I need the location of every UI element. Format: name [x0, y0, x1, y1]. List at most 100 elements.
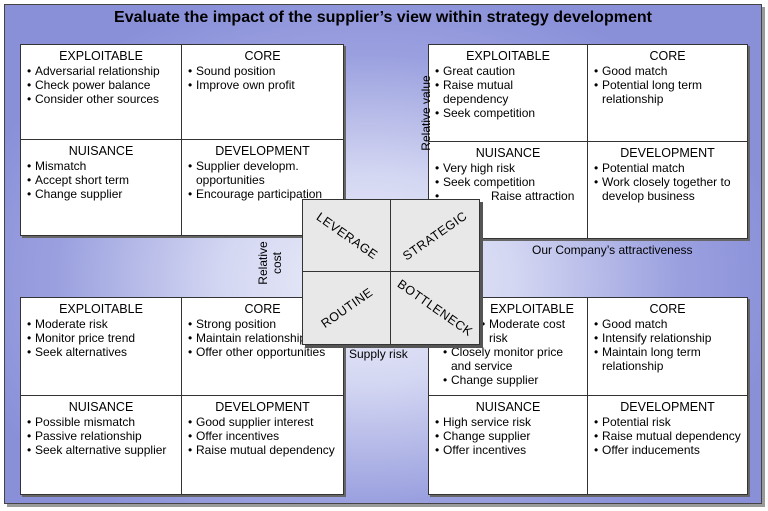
list-item: Passive relationship [27, 429, 175, 443]
list-item: Intensify relationship [594, 331, 741, 345]
strategic-core-cell: CORE Good match Potential long term rela… [588, 45, 747, 142]
cell-heading: EXPLOITABLE [59, 49, 143, 63]
leverage-core-cell: CORE Sound position Improve own profit [182, 45, 343, 140]
cell-list: Moderate cost risk Closely monitor price… [443, 317, 581, 387]
relative-cost-label: Relative cost [256, 233, 284, 293]
list-item: Offer incentives [435, 443, 581, 457]
list-item: Raise attraction [435, 189, 581, 203]
strategic-label: STRATEGIC [400, 208, 470, 263]
list-item: Improve own profit [188, 78, 337, 92]
cell-heading: DEVELOPMENT [215, 400, 310, 414]
list-item: Adversarial relationship [27, 64, 175, 78]
cell-heading: CORE [649, 49, 686, 63]
routine-development-cell: DEVELOPMENT Good supplier interest Offer… [182, 396, 343, 494]
cell-list: Great caution Raise mutual dependency Se… [435, 64, 581, 120]
cell-list: Potential match Work closely together to… [594, 161, 741, 203]
leverage-label: LEVERAGE [313, 209, 380, 262]
list-item: Monitor price trend [27, 331, 175, 345]
list-item: Offer incentives [188, 429, 337, 443]
list-item: Raise mutual dependency [188, 443, 337, 457]
list-item: Change supplier [435, 429, 581, 443]
strategic-development-cell: DEVELOPMENT Potential match Work closely… [588, 142, 747, 239]
list-item: Very high risk [435, 161, 581, 175]
list-item: Offer other opportunities [188, 345, 337, 359]
cell-heading: DEVELOPMENT [620, 145, 715, 160]
bottleneck-grid: EXPLOITABLE Moderate cost risk Closely m… [428, 297, 748, 495]
strategic-grid: EXPLOITABLE Great caution Raise mutual d… [428, 44, 748, 239]
cell-heading: EXPLOITABLE [490, 302, 574, 316]
list-item: Good supplier interest [188, 415, 337, 429]
cell-list: Sound position Improve own profit [188, 64, 337, 92]
cell-list: Supplier developm. opportunities Encoura… [188, 159, 337, 201]
relative-value-label: Relative value [419, 75, 433, 151]
list-item: Offer inducements [594, 443, 741, 457]
cell-heading: CORE [244, 49, 281, 63]
supply-risk-label: Supply risk [349, 347, 408, 361]
list-item: Good match [594, 64, 741, 78]
list-item: Supplier developm. opportunities [188, 159, 337, 187]
cell-list: Good match Potential long term relations… [594, 64, 741, 106]
cell-heading: EXPLOITABLE [59, 302, 143, 316]
cell-list: Good supplier interest Offer incentives … [188, 415, 337, 457]
list-item: Great caution [435, 64, 581, 78]
cell-list: Mismatch Accept short term Change suppli… [27, 159, 175, 201]
list-item: Sound position [188, 64, 337, 78]
routine-quadrant: ROUTINE [303, 272, 391, 344]
list-item: Closely monitor price and service [443, 345, 581, 373]
relative-cost-line1: Relative [256, 241, 270, 285]
kraljic-matrix: LEVERAGE STRATEGIC ROUTINE BOTTLENECK [302, 199, 480, 345]
list-item: Change supplier [27, 187, 175, 201]
strategic-exploitable-cell: EXPLOITABLE Great caution Raise mutual d… [429, 45, 588, 142]
cell-heading: NUISANCE [475, 145, 541, 160]
list-item: Raise mutual dependency [435, 78, 581, 106]
relative-cost-line2: cost [270, 252, 284, 275]
cell-list: Very high risk Seek competition Raise at… [435, 161, 581, 203]
cell-list: Good match Intensify relationship Mainta… [594, 317, 741, 373]
routine-nuisance-cell: NUISANCE Possible mismatch Passive relat… [21, 396, 182, 494]
leverage-nuisance-cell: NUISANCE Mismatch Accept short term Chan… [21, 140, 182, 235]
list-item: Good match [594, 317, 741, 331]
list-item: Change supplier [443, 373, 581, 387]
bottleneck-nuisance-cell: NUISANCE High service risk Change suppli… [429, 396, 588, 494]
cell-heading: CORE [244, 302, 281, 316]
list-item: Seek alternative supplier [27, 443, 175, 457]
list-item: Strong position [188, 317, 337, 331]
list-item: Potential match [594, 161, 741, 175]
cell-list: Possible mismatch Passive relationship S… [27, 415, 175, 457]
list-item: Consider other sources [27, 92, 175, 106]
routine-label: ROUTINE [318, 285, 375, 331]
list-item: High service risk [435, 415, 581, 429]
list-item: Moderate risk [27, 317, 175, 331]
cell-heading: NUISANCE [68, 400, 134, 414]
cell-list: High service risk Change supplier Offer … [435, 415, 581, 457]
list-item: Potential risk [594, 415, 741, 429]
list-item: Seek competition [435, 175, 581, 189]
leverage-grid: EXPLOITABLE Adversarial relationship Che… [20, 44, 344, 236]
cell-list: Moderate risk Monitor price trend Seek a… [27, 317, 175, 359]
bottleneck-core-cell: CORE Good match Intensify relationship M… [588, 298, 747, 396]
cell-list: Strong position Maintain relationship Of… [188, 317, 337, 359]
routine-core-cell: CORE Strong position Maintain relationsh… [182, 298, 343, 396]
cell-heading: EXPLOITABLE [466, 49, 550, 63]
diagram-title: Evaluate the impact of the supplier’s vi… [114, 9, 652, 26]
cell-heading: DEVELOPMENT [215, 144, 310, 158]
cell-list: Potential risk Raise mutual dependency O… [594, 415, 741, 457]
cell-heading: NUISANCE [68, 144, 134, 158]
list-item: Accept short term [27, 173, 175, 187]
list-item: Seek alternatives [27, 345, 175, 359]
strategic-quadrant: STRATEGIC [391, 200, 479, 272]
bottleneck-quadrant: BOTTLENECK [391, 272, 479, 344]
leverage-exploitable-cell: EXPLOITABLE Adversarial relationship Che… [21, 45, 182, 140]
bottleneck-exploitable-cell: EXPLOITABLE Moderate cost risk Closely m… [429, 298, 588, 396]
leverage-development-cell: DEVELOPMENT Supplier developm. opportuni… [182, 140, 343, 235]
routine-grid: EXPLOITABLE Moderate risk Monitor price … [20, 297, 344, 495]
list-item: Seek competition [435, 106, 581, 120]
bottleneck-development-cell: DEVELOPMENT Potential risk Raise mutual … [588, 396, 747, 494]
list-item: Encourage participation [188, 187, 337, 201]
list-item: Potential long term relationship [594, 78, 741, 106]
list-item: Raise mutual dependency [594, 429, 741, 443]
list-item: Maintain long term relationship [594, 345, 741, 373]
cell-heading: NUISANCE [475, 400, 541, 414]
routine-exploitable-cell: EXPLOITABLE Moderate risk Monitor price … [21, 298, 182, 396]
list-item: Possible mismatch [27, 415, 175, 429]
